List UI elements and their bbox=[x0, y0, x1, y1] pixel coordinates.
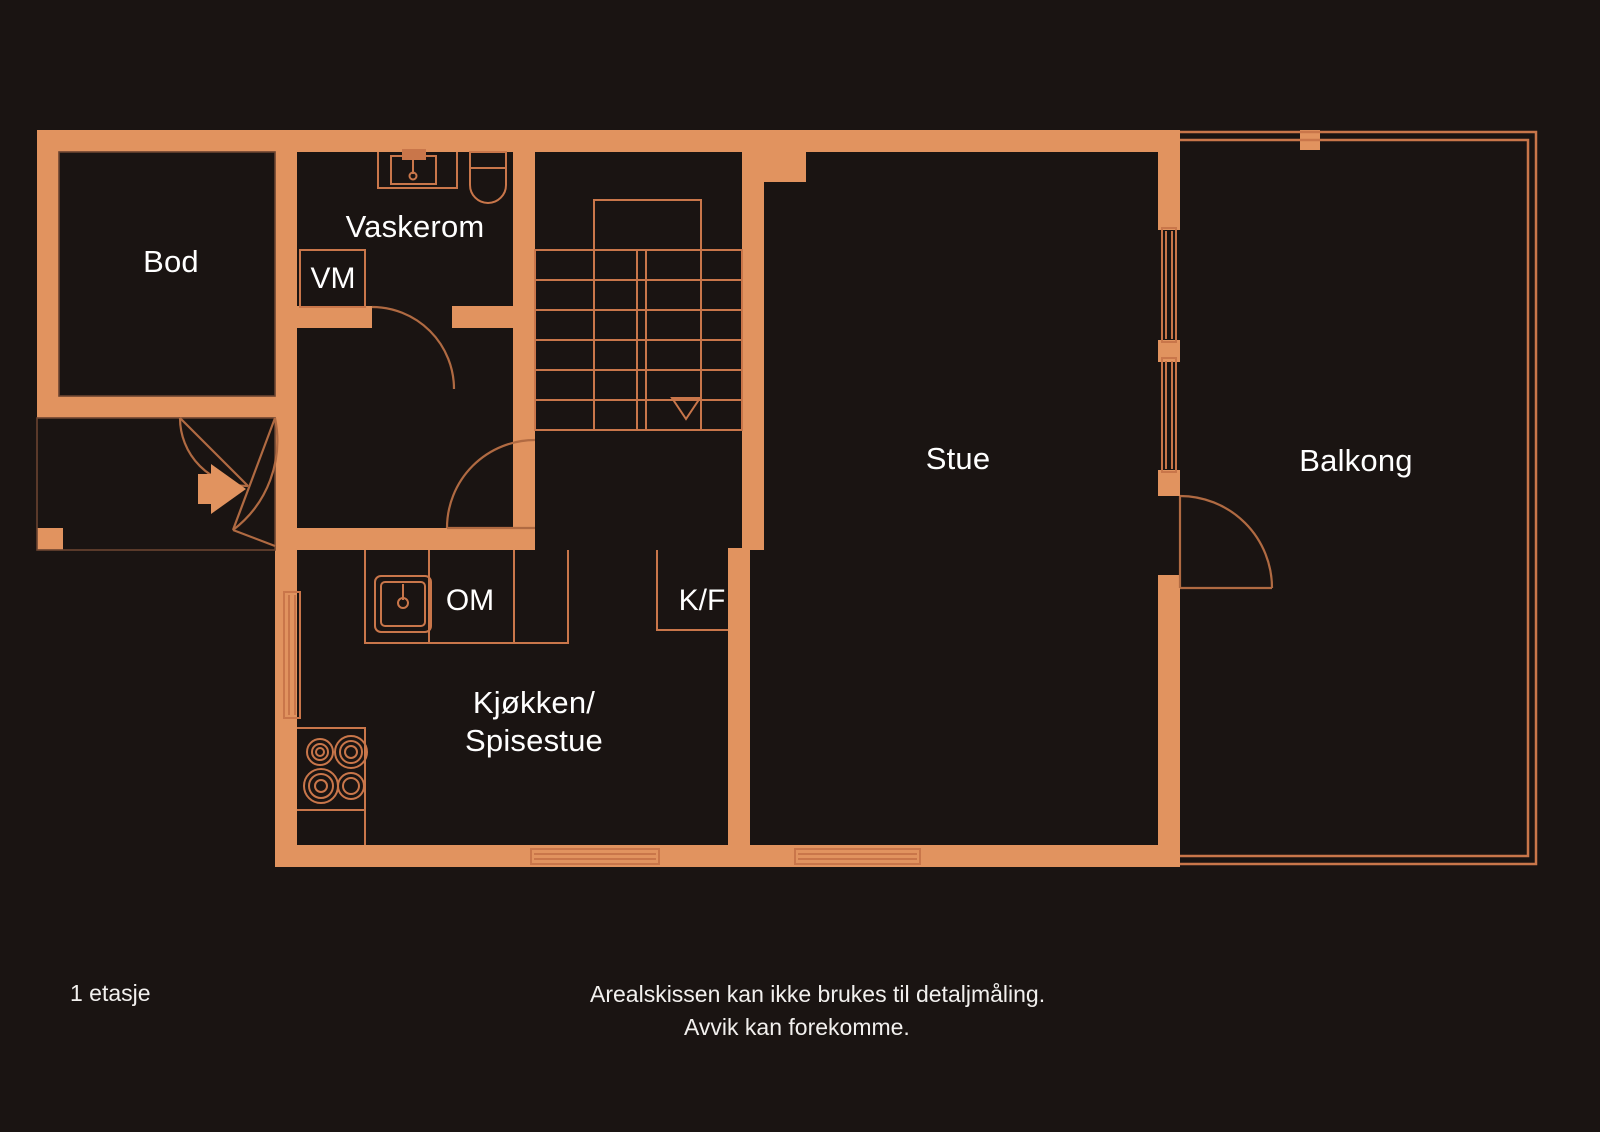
wall-vestibule-right bbox=[275, 418, 297, 550]
wall-left-upper bbox=[37, 130, 59, 418]
door-leaf-entrance-right-b bbox=[232, 528, 276, 548]
stove-burner-br-inner bbox=[342, 777, 360, 795]
wall-bod-bottom-stub bbox=[253, 396, 275, 418]
wall-bod-vaskerom bbox=[275, 130, 297, 418]
wall-stue-right-top bbox=[1158, 130, 1180, 230]
stove-burner-br bbox=[337, 772, 365, 800]
wall-stue-right-mullion bbox=[1158, 340, 1180, 362]
entrance-arrow-icon bbox=[198, 464, 246, 514]
stove-burner-tr-inner bbox=[339, 740, 363, 764]
kitchen-sink-inner bbox=[380, 581, 426, 627]
wall-top-main bbox=[37, 130, 1180, 152]
bathroom-faucet-body bbox=[402, 149, 426, 160]
balcony-outer-edge bbox=[1180, 130, 1538, 866]
door-arc-entrance-right bbox=[232, 417, 279, 531]
stove-burner-bl-inner bbox=[308, 773, 334, 799]
door-arc-vaskerom bbox=[371, 305, 456, 390]
outline-vestibule bbox=[36, 417, 276, 551]
kitchen-sink-drain bbox=[397, 597, 409, 609]
wall-kitchen-stue bbox=[728, 548, 750, 848]
stair-direction-arrow-down bbox=[670, 397, 702, 421]
window-kitchen-left bbox=[283, 591, 301, 719]
window-stue-right-lower bbox=[1161, 357, 1177, 473]
vanity-counter bbox=[377, 152, 458, 189]
disclaimer-line-2: Avvik kan forekomme. bbox=[684, 1014, 910, 1040]
wall-stue-right-lower bbox=[1158, 470, 1180, 496]
floor-level-label: 1 etasje bbox=[70, 980, 151, 1006]
stove-burner-bl-core bbox=[314, 779, 328, 793]
vm-appliance-box bbox=[299, 249, 366, 308]
wall-entry-left-stub bbox=[37, 528, 63, 550]
stove-burner-tl bbox=[306, 738, 334, 766]
door-leaf-entrance-right bbox=[231, 417, 277, 531]
kitchen-fixtures bbox=[297, 550, 728, 845]
wall-stairshaft-right bbox=[742, 152, 764, 550]
wall-hall-left bbox=[513, 328, 535, 528]
window-kitchen-bottom bbox=[530, 848, 660, 865]
stove-burner-tl-inner bbox=[311, 743, 329, 761]
staircase bbox=[534, 199, 743, 431]
window-group bbox=[283, 227, 1177, 865]
disclaimer-line-1: Arealskissen kan ikke brukes til detaljm… bbox=[590, 981, 1046, 1007]
room-outline-group bbox=[36, 151, 276, 551]
stove-burner-tr-core bbox=[344, 745, 358, 759]
stove-burner-tl-core bbox=[315, 747, 325, 757]
wall-hall-bottom bbox=[275, 528, 535, 550]
balcony-inner-edge bbox=[1180, 138, 1530, 858]
wall-kitchen-left bbox=[275, 550, 297, 867]
wall-bod-bottom bbox=[37, 396, 275, 418]
window-stue-bottom bbox=[794, 848, 921, 865]
window-stue-right-upper bbox=[1161, 227, 1177, 343]
wall-stue-right-bottom bbox=[1158, 575, 1180, 867]
door-arc-hall bbox=[445, 438, 536, 529]
kitchen-counter-left-run bbox=[297, 727, 366, 845]
door-group bbox=[178, 305, 1274, 590]
wall-vaskerom-right bbox=[513, 152, 535, 328]
outline-bod bbox=[58, 151, 276, 397]
wall-vaskerom-bottom-left bbox=[297, 306, 372, 328]
door-leaf-entrance-left bbox=[179, 417, 249, 487]
wall-bottom-main bbox=[275, 845, 1180, 867]
bathroom-drain bbox=[408, 171, 418, 181]
kitchen-sink-basin bbox=[374, 575, 432, 633]
door-arc-balcony bbox=[1179, 494, 1274, 589]
kf-appliance-box bbox=[656, 550, 728, 631]
wall-group bbox=[37, 130, 1320, 867]
bathroom-fixtures bbox=[377, 149, 507, 204]
balcony-outline-group bbox=[1180, 130, 1538, 866]
toilet-bowl bbox=[469, 167, 507, 204]
stove-burner-tr bbox=[334, 735, 368, 769]
